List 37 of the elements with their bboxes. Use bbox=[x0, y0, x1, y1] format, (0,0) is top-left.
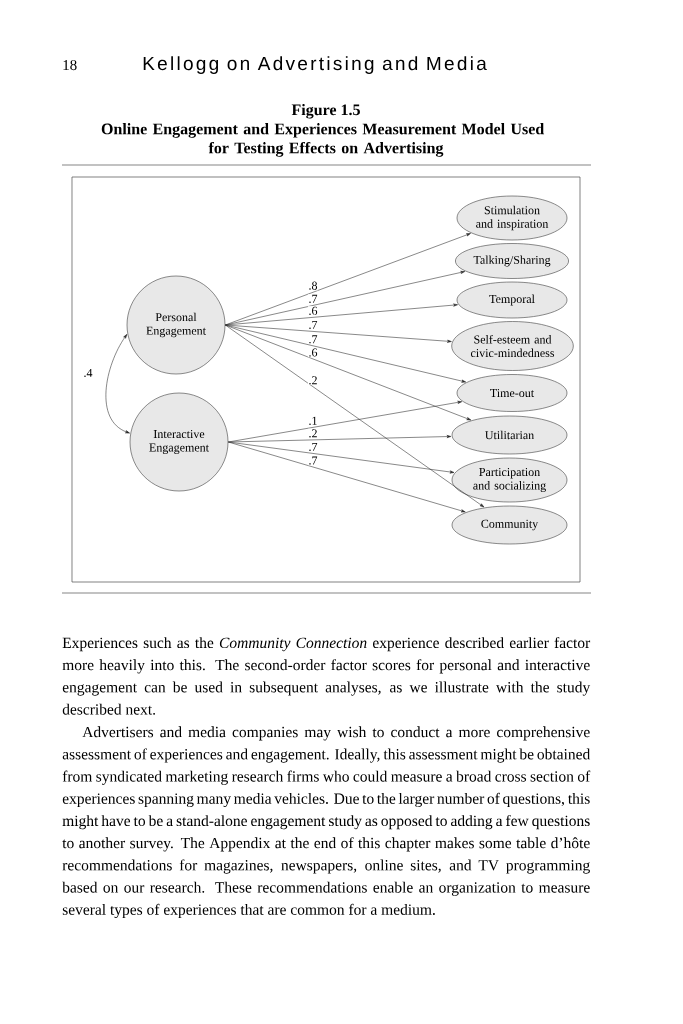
edge-label: .7 bbox=[307, 334, 319, 344]
edge-label: .6 bbox=[307, 306, 319, 316]
edge-label: .2 bbox=[307, 375, 319, 385]
edge-label: .2 bbox=[307, 428, 319, 439]
curved-arrow bbox=[105, 334, 130, 434]
figure-title: Online Engagement and Experiences Measurement Model Used for Testing Effects on Advertising bbox=[101, 123, 545, 157]
ellipse-node: Stimulation and inspiration bbox=[456, 195, 568, 241]
running-head: Kellogg on Advertising and Media bbox=[143, 56, 487, 74]
edge-label: .7 bbox=[307, 294, 319, 304]
edge-label: .1 bbox=[307, 416, 319, 426]
body-paragraph: Experiences such as the Community Connection experience described earlier factor more heavily into this. The second-order factor scores for personal and interactive engagement can be used in subsequent analyses, as we illustrate with the study described next. bbox=[62, 637, 591, 715]
figure-number: Figure 1.5 bbox=[291, 103, 360, 119]
arrow bbox=[225, 324, 472, 421]
arrow bbox=[225, 324, 466, 383]
ellipse-node: Participation and socializing bbox=[451, 457, 568, 503]
edge-label: .7 bbox=[307, 455, 319, 466]
circle-node: Personal Engagement bbox=[126, 275, 226, 375]
body-paragraph: Advertisers and media companies may wish to conduct a more comprehensive assessment of experiences and engagement. Ideally, this assessment might be obtained from syndicated marketing research firms who could measure a broad cross section of experiences spanning many media vehicles. Due to the larger number of questions, this might have to be a stand-alone engagement study as opposed to adding a few questions to another survey. The Appendix at the end of this chapter makes some table d’hôte recommendations for magazines, newspapers, online sites, and TV programming based on our research. These recommendations enable an organization to measure several types of experiences that are common for a medium. bbox=[62, 726, 591, 919]
circle-node: Interactive Engagement bbox=[129, 392, 229, 492]
arrow bbox=[225, 324, 485, 508]
ellipse-node: Utilitarian bbox=[451, 415, 568, 455]
arrow bbox=[228, 435, 452, 443]
arrow bbox=[225, 233, 471, 326]
edge-label: .4 bbox=[82, 368, 94, 378]
ellipse-node: Time-out bbox=[456, 374, 568, 412]
ellipse-node: Talking/Sharing bbox=[455, 243, 569, 279]
arrow bbox=[228, 441, 466, 513]
edge-label: .7 bbox=[307, 320, 319, 330]
edge-label: .8 bbox=[307, 281, 319, 291]
ellipse-node: Self-esteem and civic-mindedness bbox=[451, 321, 574, 371]
page-number: 18 bbox=[63, 60, 77, 71]
edge-label: .6 bbox=[307, 347, 319, 358]
arrow bbox=[225, 324, 452, 343]
edge-label: .7 bbox=[307, 442, 319, 452]
ellipse-node: Temporal bbox=[456, 281, 568, 319]
ellipse-node: Community bbox=[451, 505, 568, 545]
arrow bbox=[225, 303, 458, 326]
